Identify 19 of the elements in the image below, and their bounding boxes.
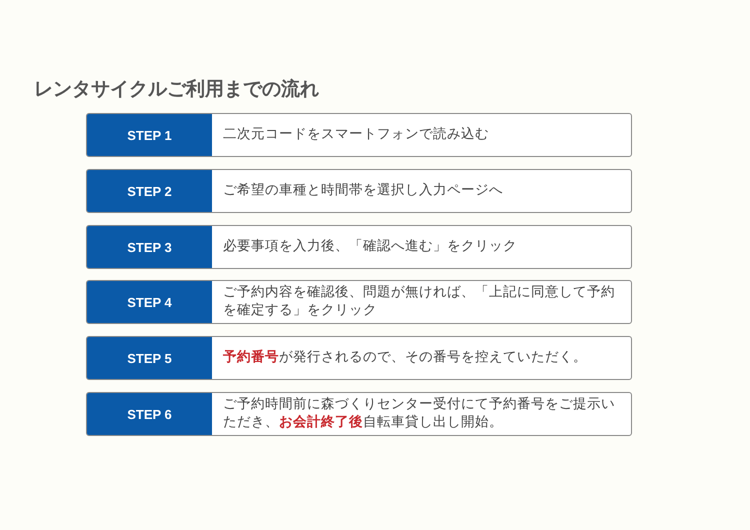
step-label: STEP 1 — [87, 114, 212, 156]
step-description: 予約番号が発行されるので、その番号を控えていただく。 — [222, 349, 588, 367]
step-label: STEP 2 — [87, 170, 212, 212]
step-description: ご希望の車種と時間帯を選択し入力ページへ — [222, 182, 504, 200]
step-label: STEP 6 — [87, 393, 212, 435]
step-description: ご予約時間前に森づくりセンター受付にて予約番号をご提示いただき、お会計終了後自転車貸し出し開始。 — [222, 396, 616, 432]
step-row — [86, 392, 632, 436]
step-row — [86, 113, 632, 157]
diagram-title: レンタサイクルご利用までの流れ — [34, 77, 319, 102]
step-description: 二次元コードをスマートフォンで読み込む — [222, 126, 490, 144]
step-label: STEP 3 — [87, 226, 212, 268]
step-row — [86, 336, 632, 380]
step-row — [86, 169, 632, 213]
step-label: STEP 4 — [87, 281, 212, 323]
step-label: STEP 5 — [87, 337, 212, 379]
step-description: 必要事項を入力後、「確認へ進む」をクリック — [222, 238, 518, 256]
step-description: ご予約内容を確認後、問題が無ければ、「上記に同意して予約を確定する」をクリック — [222, 284, 616, 320]
step-row — [86, 280, 632, 324]
step-row — [86, 225, 632, 269]
